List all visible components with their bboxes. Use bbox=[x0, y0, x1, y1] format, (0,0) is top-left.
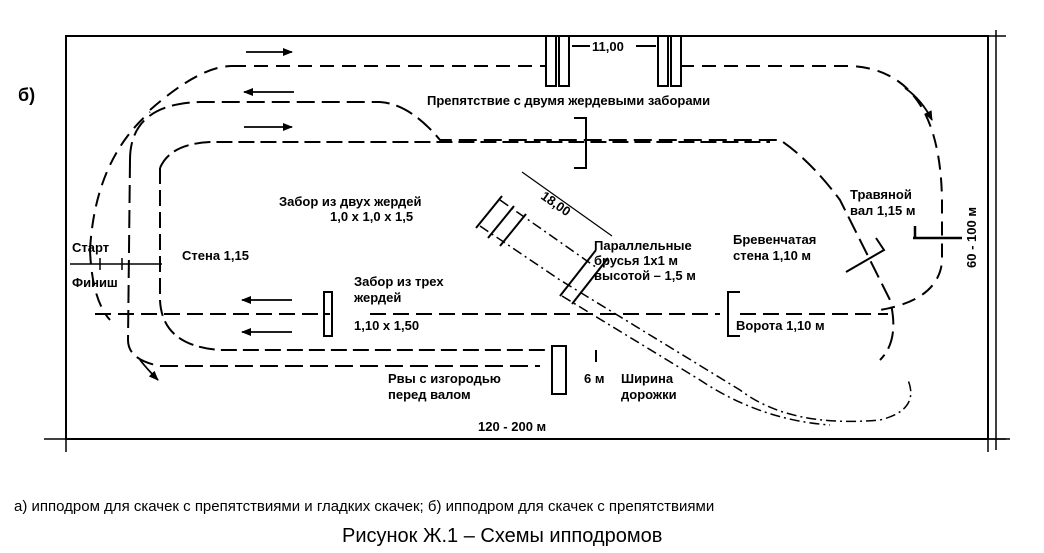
three-rail-label-2: жердей bbox=[353, 290, 401, 305]
log-wall-label-1: Бревенчатая bbox=[733, 232, 816, 247]
wall-label: Стена 1,15 bbox=[182, 248, 249, 263]
track-width-value: 6 м bbox=[584, 371, 604, 386]
ditch-label-1: Рвы с изгородью bbox=[388, 371, 501, 386]
two-rail-fence-label-2: 1,0 х 1,0 х 1,5 bbox=[330, 209, 413, 224]
parallel-bars-obstacle bbox=[559, 249, 609, 305]
height-dimension-label: 60 - 100 м bbox=[964, 207, 979, 268]
parallel-bars-label-3: высотой – 1,5 м bbox=[594, 268, 696, 283]
diagonal-track bbox=[479, 225, 912, 423]
grass-bank-label-2: вал 1,15 м bbox=[850, 203, 915, 218]
double-rail-obstacle bbox=[545, 35, 682, 87]
diagonal-track-2 bbox=[499, 199, 831, 426]
part-label: б) bbox=[18, 85, 35, 105]
direction-arrows bbox=[139, 48, 933, 381]
track-width-label-2: дорожки bbox=[621, 387, 677, 402]
three-rail-label-1: Забор из трех bbox=[354, 274, 444, 289]
arrow-curve-topright bbox=[904, 87, 933, 121]
grass-bank-label-1: Травяной bbox=[850, 187, 912, 202]
double-rail-label: Препятствие с двумя жердевыми заборами bbox=[427, 93, 710, 108]
finish-label: Финиш bbox=[72, 275, 118, 290]
distance-18-label: 18,00 bbox=[538, 188, 573, 219]
width-dimension-label: 120 - 200 м bbox=[478, 419, 546, 434]
start-finish-marker bbox=[70, 258, 162, 270]
outer-track bbox=[89, 65, 943, 321]
ditch-obstacle bbox=[551, 345, 597, 395]
log-wall-obstacle bbox=[845, 237, 886, 273]
gate-obstacle bbox=[727, 291, 740, 337]
infield-track bbox=[159, 141, 770, 351]
height-dimension-line bbox=[984, 30, 1006, 450]
start-label: Старт bbox=[72, 240, 109, 255]
parallel-bars-label-2: брусья 1х1 м bbox=[594, 253, 678, 268]
figure-caption: а) ипподром для скачек с препятствиями и… bbox=[14, 498, 714, 515]
parallel-bars-label-1: Параллельные bbox=[594, 238, 692, 253]
log-wall-label-2: стена 1,10 м bbox=[733, 248, 811, 263]
three-rail-label-3: 1,10 х 1,50 bbox=[354, 318, 419, 333]
arrow-curve-bottomleft bbox=[139, 359, 159, 381]
two-rail-fence-obstacle bbox=[475, 195, 527, 247]
gate-label: Ворота 1,10 м bbox=[736, 318, 825, 333]
track-width-label-1: Ширина bbox=[621, 371, 674, 386]
double-rail-bracket bbox=[574, 117, 587, 169]
width-dimension-line bbox=[44, 428, 1010, 452]
inner-track bbox=[126, 101, 895, 367]
grass-bank-obstacle bbox=[913, 226, 962, 240]
distance-11-label: 11,00 bbox=[592, 39, 624, 54]
two-rail-fence-label-1: Забор из двух жердей bbox=[279, 194, 421, 209]
three-rail-fence-obstacle bbox=[323, 291, 333, 337]
figure-title: Рисунок Ж.1 – Схемы ипподромов bbox=[342, 525, 662, 547]
dimension-18-line bbox=[521, 171, 613, 237]
ditch-label-2: перед валом bbox=[388, 387, 471, 402]
